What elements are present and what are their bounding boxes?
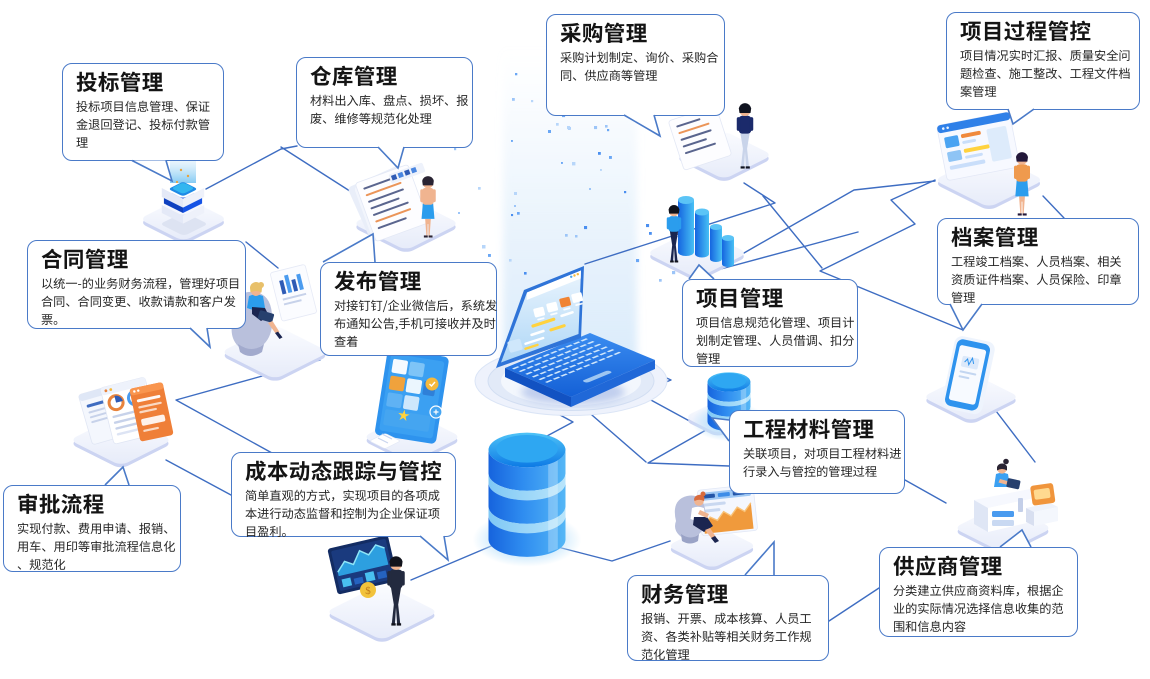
svg-text:$: $: [365, 582, 371, 598]
